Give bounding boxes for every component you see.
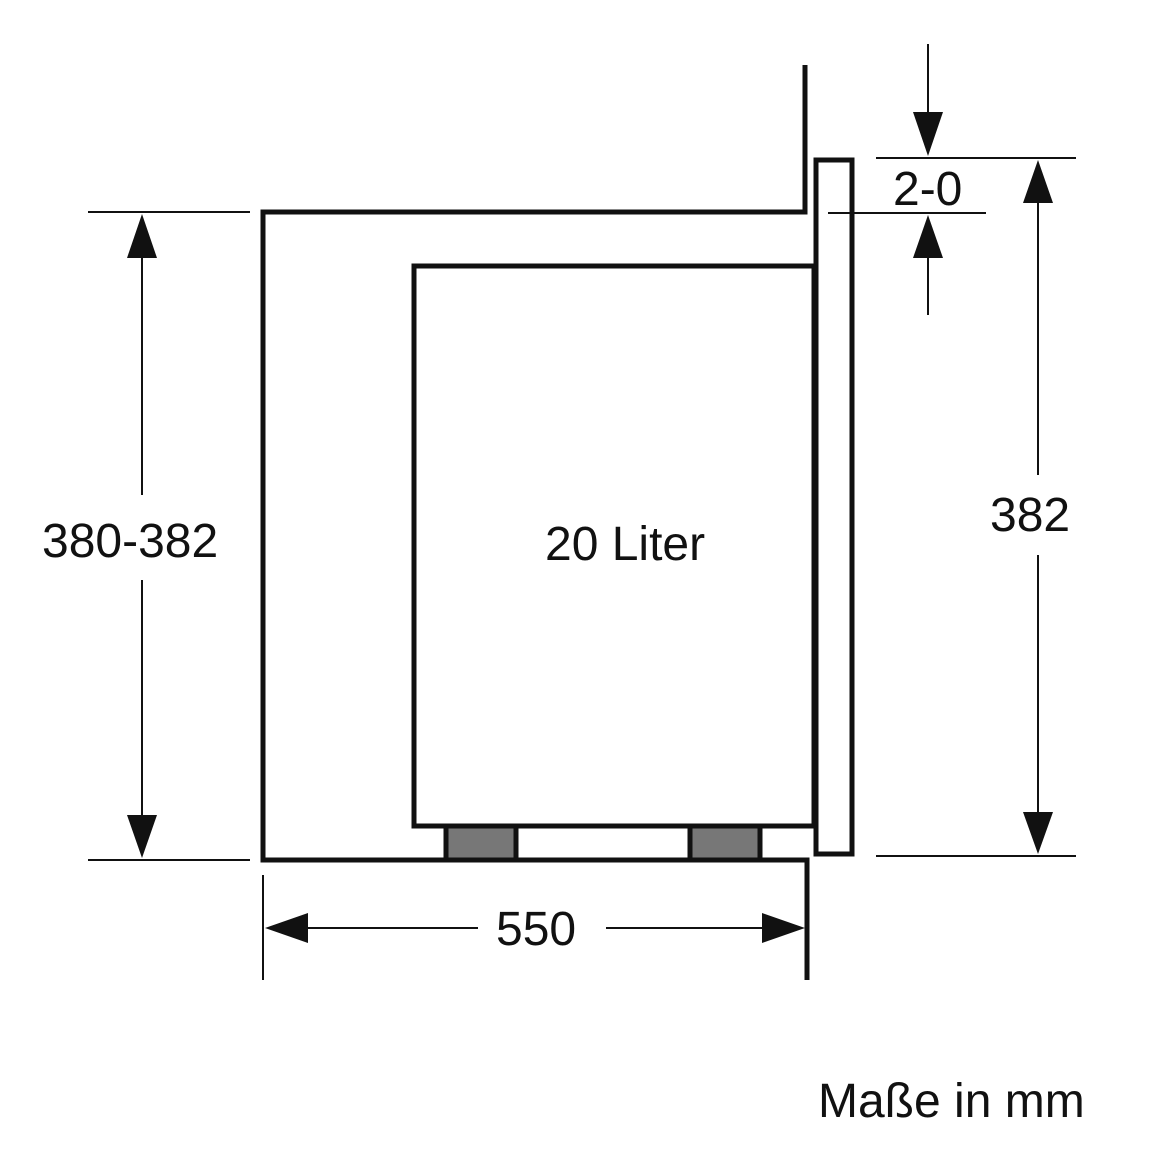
units-note: Maße in mm (818, 1075, 1085, 1128)
niche-outline (260, 65, 810, 980)
top-offset-label: 2-0 (893, 163, 963, 216)
foot-right (687, 823, 763, 863)
foot-left (443, 823, 519, 863)
appliance-height-label: 382 (990, 489, 1071, 542)
front-panel (813, 157, 855, 857)
niche-height-label: 380-382 (42, 515, 219, 568)
depth-label: 550 (496, 903, 577, 956)
volume-label: 20 Liter (545, 518, 706, 571)
